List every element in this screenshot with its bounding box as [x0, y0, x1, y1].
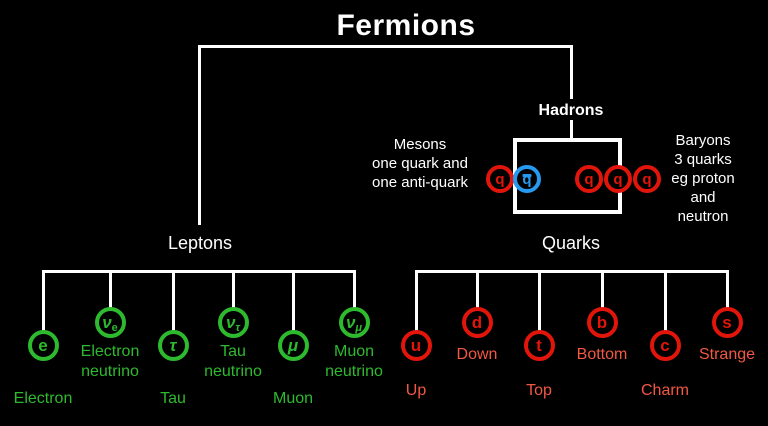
particle-label-line: Muon — [333, 343, 375, 360]
quarks-label-bottom: Bottom — [532, 345, 672, 365]
quarks-drop-line — [475, 270, 479, 310]
leptons-label-electron-neutrino: Electron neutrino — [40, 342, 180, 382]
leptons-rake-line — [42, 270, 356, 273]
mesons-note-line: Mesons — [393, 136, 447, 153]
leptons-drop-line — [231, 270, 235, 310]
particle-label-line: Down — [456, 346, 498, 363]
leptons-label-tau: Tau — [103, 389, 243, 409]
leptons-circle-electron-neutrino: νe — [94, 306, 126, 338]
baryon-quark-circle: q — [633, 165, 661, 193]
quarks-circle-charm: c — [649, 329, 681, 361]
diagram-title: Fermions — [336, 9, 476, 42]
particle-label-line: Electron — [80, 343, 140, 360]
leptons-circle-muon-neutrino: νμ — [338, 306, 370, 338]
particle-label-line: neutrino — [81, 363, 139, 380]
hadrons-branch-line — [570, 45, 573, 99]
particle-symbol: s — [722, 312, 732, 332]
leptons-circle-muon: μ — [277, 329, 309, 361]
leptons-drop-line — [171, 270, 175, 333]
quarks-circle-up: u — [400, 329, 432, 361]
particle-symbol: νμ — [345, 312, 363, 334]
leptons-drop-line — [291, 270, 295, 333]
baryons-note: Baryons 3 quarks eg proton and neutron — [643, 131, 763, 226]
particle-symbol: q — [495, 170, 505, 188]
particle-symbol: b — [596, 312, 608, 332]
particle-label-line: Electron — [13, 390, 73, 407]
leptons-label: Leptons — [167, 233, 233, 253]
baryons-note-line: and — [690, 189, 716, 206]
leptons-label-muon-neutrino: Muon neutrino — [284, 342, 424, 382]
leptons-drop-line — [41, 270, 45, 333]
particle-symbol: q — [584, 170, 594, 188]
particle-symbol: t — [536, 335, 542, 355]
hadrons-label: Hadrons — [538, 102, 604, 119]
particle-label-line: neutrino — [325, 363, 383, 380]
baryons-note-line: neutron — [677, 208, 729, 225]
particle-symbol: c — [660, 335, 670, 355]
mesons-note-line: one quark and — [372, 155, 468, 172]
leptons-drop-line — [352, 270, 356, 310]
quarks-circle-down: d — [461, 306, 493, 338]
quarks-drop-line — [600, 270, 604, 310]
particle-label-line: Muon — [272, 390, 314, 407]
particle-symbol: u — [410, 335, 422, 355]
particle-symbol: e — [38, 335, 48, 355]
leptons-circle-tau-neutrino: ντ — [217, 306, 249, 338]
leptons-label-tau-neutrino: Tau neutrino — [163, 342, 303, 382]
meson-quark-circle: q — [486, 165, 514, 193]
particle-symbol: q — [613, 170, 623, 188]
particle-label-line: Strange — [698, 346, 756, 363]
antiquark-bar — [522, 174, 532, 177]
baryon-quark-circle: q — [575, 165, 603, 193]
quarks-label-strange: Strange — [657, 345, 768, 365]
particle-label-line: Tau — [160, 390, 186, 407]
particle-symbol: ντ — [226, 312, 240, 334]
quarks-label-up: Up — [346, 381, 486, 401]
baryons-note-line: 3 quarks — [674, 151, 732, 168]
baryons-note-line: Baryons — [675, 132, 731, 149]
quarks-circle-top: t — [523, 329, 555, 361]
baryon-quark-circle: q — [604, 165, 632, 193]
particle-label-line: Charm — [640, 382, 689, 399]
particle-symbol: q — [522, 170, 532, 188]
hadrons-stub-line — [570, 120, 573, 138]
quarks-rake-line — [415, 270, 728, 273]
mesons-note-line: one anti-quark — [372, 174, 468, 191]
quarks-label-top: Top — [469, 381, 609, 401]
quarks-drop-line — [537, 270, 541, 333]
baryons-note-line: eg proton — [671, 170, 735, 187]
meson-antiquark-circle: q — [513, 165, 541, 193]
leptons-drop-line — [108, 270, 112, 310]
particle-label-line: Bottom — [576, 346, 628, 363]
particle-symbol: q — [642, 170, 652, 188]
particle-symbol: νe — [102, 312, 118, 334]
fermions-branch-line — [199, 45, 573, 48]
leptons-circle-tau: τ — [157, 329, 189, 361]
quarks-label-charm: Charm — [595, 381, 735, 401]
quarks-circle-strange: s — [711, 306, 743, 338]
particle-label-line: Top — [526, 382, 552, 399]
particle-symbol: τ — [169, 335, 177, 355]
particle-symbol: d — [471, 312, 483, 332]
particle-symbol: μ — [287, 335, 299, 355]
leptons-circle-electron: e — [27, 329, 59, 361]
mesons-note: Mesons one quark and one anti-quark — [345, 135, 495, 192]
leptons-branch-line — [198, 45, 201, 225]
quarks-drop-line — [414, 270, 418, 333]
particle-label-line: Up — [405, 382, 427, 399]
quarks-label: Quarks — [541, 233, 601, 253]
quarks-drop-line — [663, 270, 667, 333]
particle-label-line: neutrino — [204, 363, 262, 380]
leptons-label-muon: Muon — [223, 389, 363, 409]
quarks-drop-line — [725, 270, 729, 310]
leptons-label-electron: Electron — [0, 389, 113, 409]
particle-label-line: Tau — [220, 343, 246, 360]
quarks-label-down: Down — [407, 345, 547, 365]
quarks-circle-bottom: b — [586, 306, 618, 338]
